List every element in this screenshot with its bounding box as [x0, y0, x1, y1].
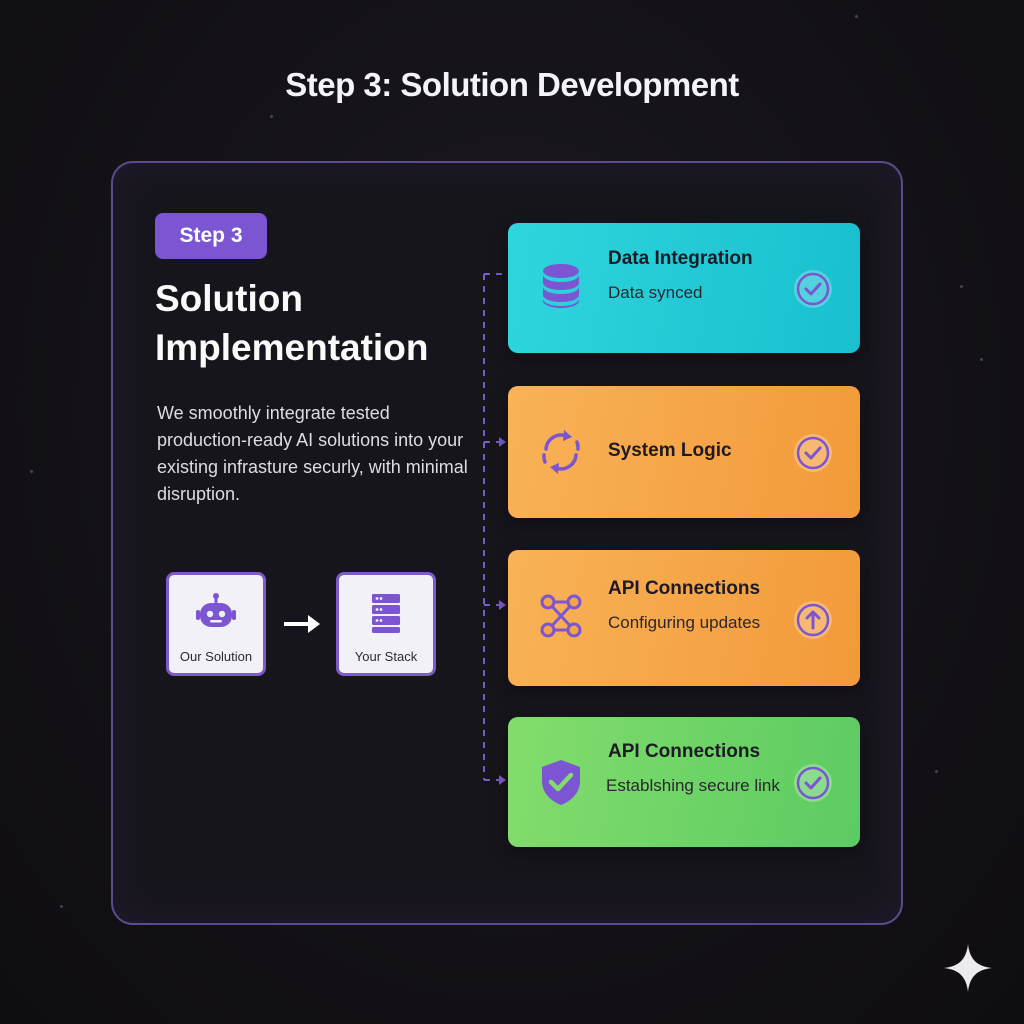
card-data-integration[interactable]: Data Integration Data synced: [508, 223, 860, 353]
arrow-right-icon: [284, 615, 320, 633]
check-circle-icon: [794, 270, 832, 308]
card-api-connections[interactable]: API Connections Configuring updates: [508, 550, 860, 686]
check-circle-icon: [794, 434, 832, 472]
sync-cycle-icon: [542, 430, 580, 474]
section-heading: Solution Implementation: [155, 278, 429, 368]
step-badge: Step 3: [155, 213, 267, 259]
card-title: Data Integration: [608, 248, 753, 269]
card-title: API Connections: [608, 741, 761, 762]
card-title: API Connections: [608, 578, 761, 599]
section-description: We smoothly integrate tested production-…: [157, 403, 468, 504]
background-dot: [935, 770, 938, 773]
card-title: System Logic: [608, 440, 732, 461]
card-subtitle: Data synced: [608, 283, 703, 302]
node-graph-icon: [540, 594, 582, 638]
background-dot: [30, 470, 33, 473]
background-dot: [960, 285, 963, 288]
background-dot: [270, 115, 273, 118]
card-subtitle: Configuring updates: [608, 613, 761, 632]
server-stack-icon: [372, 594, 400, 633]
your-stack-label: Your Stack: [354, 649, 418, 664]
our-solution-box: Our Solution: [166, 572, 266, 676]
card-system-logic[interactable]: System Logic: [508, 386, 860, 518]
check-circle-icon: [794, 764, 832, 802]
background-dot: [855, 15, 858, 18]
sparkle-icon: [944, 944, 992, 992]
our-solution-label: Our Solution: [179, 649, 253, 664]
card-secure-link[interactable]: API Connections Establshing secure link: [508, 717, 860, 847]
database-icon: [543, 264, 579, 308]
card-subtitle: Establshing secure link: [606, 776, 780, 795]
background-dot: [60, 905, 63, 908]
upload-progress-icon: [794, 601, 832, 639]
robot-icon: [196, 593, 236, 627]
page-title: Step 3: Solution Development: [285, 66, 739, 103]
dashed-connector: [483, 273, 506, 785]
shield-check-icon: [542, 760, 580, 805]
background-dot: [980, 358, 983, 361]
your-stack-box: Your Stack: [336, 572, 436, 676]
